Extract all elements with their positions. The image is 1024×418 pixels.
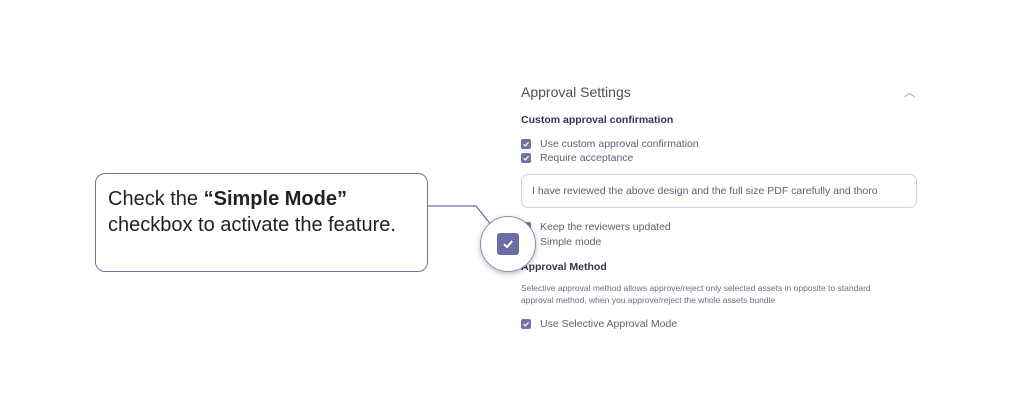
selective-approval-mode-checkbox[interactable]: Use Selective Approval Mode [521,317,677,331]
approval-settings-header[interactable]: Approval Settings ︿ [521,82,919,104]
keep-reviewers-updated-checkbox[interactable]: Keep the reviewers updated [521,220,671,234]
checkbox-label: Use custom approval confirmation [540,138,699,150]
callout-text-before: Check the [108,188,204,210]
magnified-checkbox-circle [480,216,536,272]
checkmark-icon [503,240,513,249]
checkbox-label: Keep the reviewers updated [540,221,671,233]
approval-method-heading: Approval Method [521,261,607,273]
simple-mode-checkbox-zoomed[interactable] [497,233,519,255]
checkbox-checked-icon[interactable] [521,153,531,163]
checkbox-checked-icon[interactable] [521,319,531,329]
use-custom-confirmation-checkbox[interactable]: Use custom approval confirmation [521,137,699,151]
approval-settings-panel: Approval Settings ︿ Custom approval conf… [521,82,919,330]
confirmation-text-input[interactable]: I have reviewed the above design and the… [521,174,917,208]
panel-title: Approval Settings [521,84,631,100]
checkbox-label: Simple mode [540,236,602,248]
tutorial-callout: Check the “Simple Mode” checkbox to acti… [95,173,428,272]
require-acceptance-checkbox[interactable]: Require acceptance [521,151,633,165]
checkbox-label: Use Selective Approval Mode [540,318,678,330]
callout-highlight: “Simple Mode” [203,188,347,210]
approval-method-description: Selective approval method allows approve… [521,283,871,305]
custom-confirmation-heading: Custom approval confirmation [521,114,674,126]
callout-text-after: checkbox to activate the feature. [108,214,396,236]
checkbox-checked-icon[interactable] [521,139,531,149]
chevron-up-icon[interactable]: ︿ [904,87,915,99]
checkbox-label: Require acceptance [540,152,634,164]
